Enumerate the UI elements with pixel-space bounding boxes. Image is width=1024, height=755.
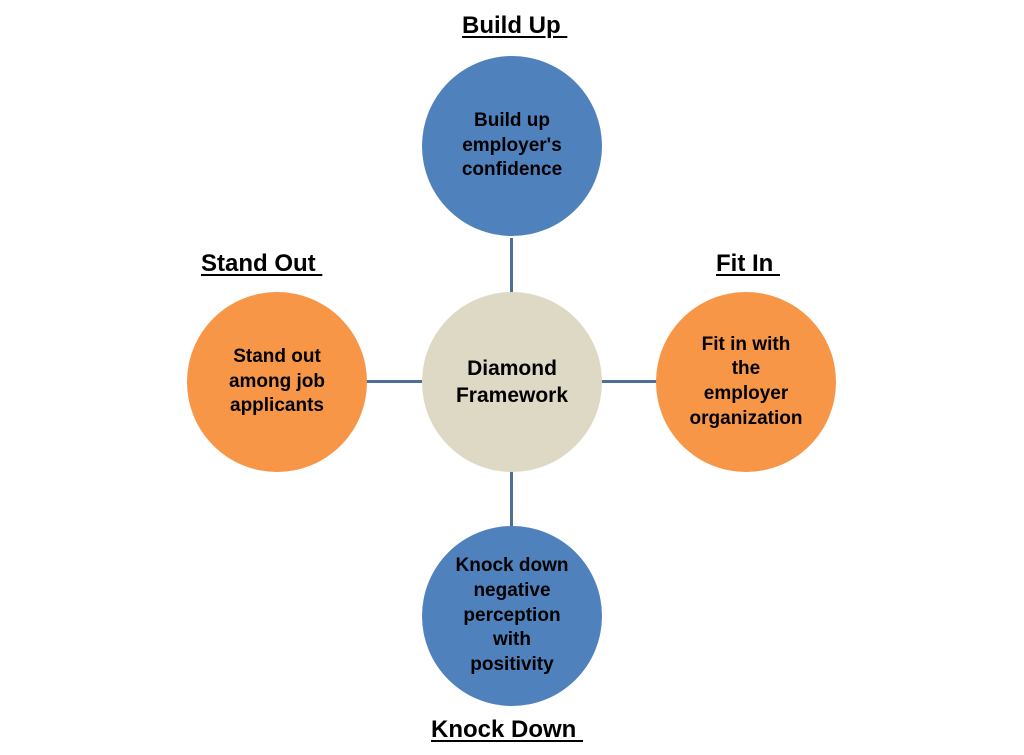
node-knock-down: Knock down negative perception with posi… <box>422 526 602 706</box>
node-fit-in: Fit in with the employer organization <box>656 292 836 472</box>
heading-stand-out: Stand Out <box>201 250 323 277</box>
heading-knock-down: Knock Down <box>431 716 584 743</box>
node-fit-in-text: Fit in with the employer organization <box>689 333 803 429</box>
node-knock-down-text: Knock down negative perception with posi… <box>455 555 569 676</box>
node-build-up: Build up employer's confidence <box>422 56 602 236</box>
heading-fit-in: Fit In <box>716 250 780 277</box>
node-stand-out: Stand out among job applicants <box>187 292 367 472</box>
node-center-text: Diamond Framework <box>455 356 569 407</box>
node-center: Diamond Framework <box>422 292 602 472</box>
connector-top <box>510 238 513 294</box>
connector-bottom <box>510 470 513 526</box>
node-stand-out-text: Stand out among job applicants <box>228 345 326 417</box>
heading-build-up: Build Up <box>462 12 568 39</box>
connector-right <box>601 380 657 383</box>
node-build-up-text: Build up employer's confidence <box>461 109 563 181</box>
connector-left <box>366 380 422 383</box>
